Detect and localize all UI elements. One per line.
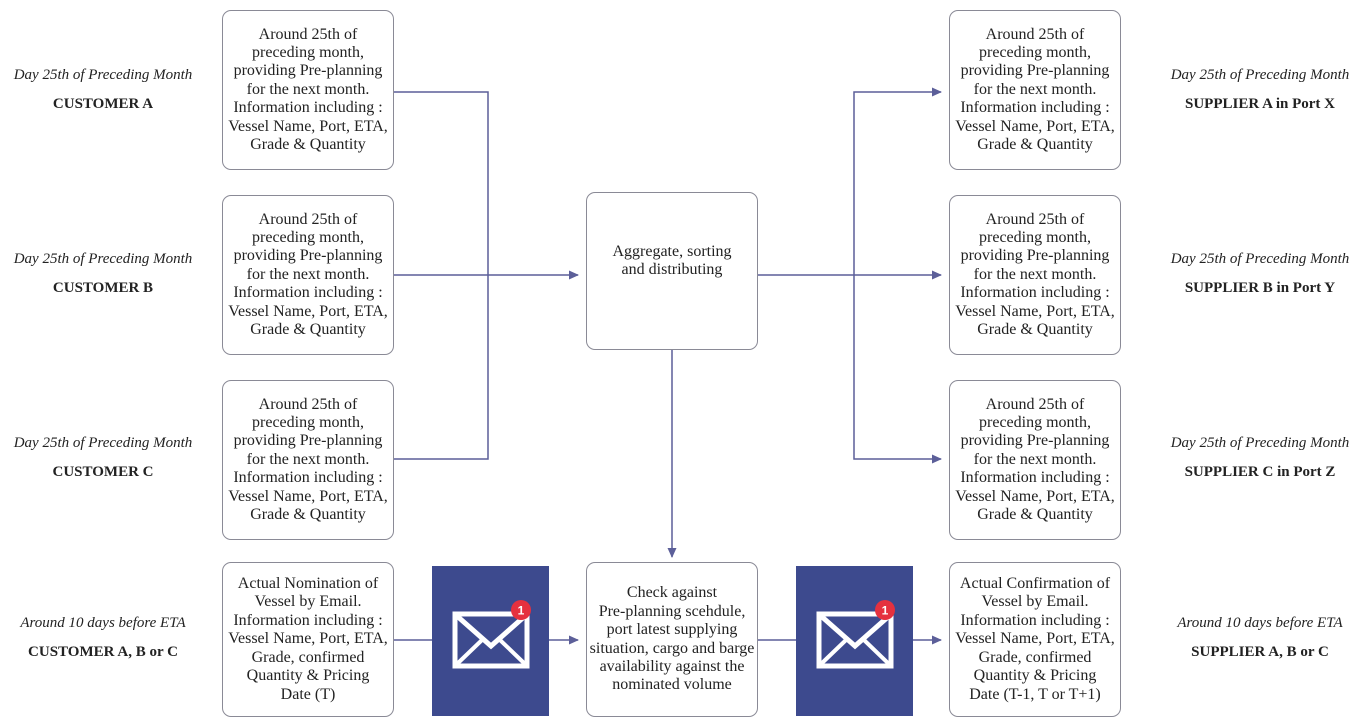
supplier-a-timing: Day 25th of Preceding Month xyxy=(1170,67,1350,83)
nomination-box: Actual Nomination of Vessel by Email. In… xyxy=(222,562,394,717)
customer-a-preplan-box: Around 25th of preceding month, providin… xyxy=(222,10,394,170)
confirmation-text: Actual Confirmation of Vessel by Email. … xyxy=(955,575,1115,703)
customer-b-timing: Day 25th of Preceding Month xyxy=(13,251,193,267)
supplier-any-timing: Around 10 days before ETA xyxy=(1177,615,1343,631)
customer-c-name: CUSTOMER C xyxy=(52,464,154,480)
check-text: Check against Pre-planning scehdule, por… xyxy=(589,584,755,694)
supplier-any-name: SUPPLIER A, B or C xyxy=(1191,644,1329,660)
customer-c-timing: Day 25th of Preceding Month xyxy=(13,435,193,451)
arrow-customer-c xyxy=(394,275,489,460)
notification-badge-count: 1 xyxy=(882,604,889,618)
customer-c-preplan-text: Around 25th of preceding month, providin… xyxy=(228,395,388,524)
customer-a-preplan-text: Around 25th of preceding month, providin… xyxy=(228,25,388,154)
nomination-text: Actual Nomination of Vessel by Email. In… xyxy=(228,575,388,703)
supplier-label-a: Day 25th of Preceding Month SUPPLIER A i… xyxy=(1155,65,1365,114)
supplier-a-preplan-text: Around 25th of preceding month, providin… xyxy=(955,25,1115,154)
customer-a-name: CUSTOMER A xyxy=(52,96,154,112)
arrow-customer-a xyxy=(394,91,489,275)
supplier-label-c: Day 25th of Preceding Month SUPPLIER C i… xyxy=(1155,433,1365,482)
supplier-c-preplan-box: Around 25th of preceding month, providin… xyxy=(949,380,1121,540)
supplier-label-any: Around 10 days before ETA SUPPLIER A, B … xyxy=(1155,613,1365,662)
supplier-b-preplan-box: Around 25th of preceding month, providin… xyxy=(949,195,1121,355)
envelope-icon: 1 xyxy=(452,600,531,669)
aggregate-box: Aggregate, sorting and distributing xyxy=(586,192,758,350)
confirmation-box: Actual Confirmation of Vessel by Email. … xyxy=(949,562,1121,717)
supplier-b-preplan-text: Around 25th of preceding month, providin… xyxy=(955,210,1115,339)
supplier-c-name: SUPPLIER C in Port Z xyxy=(1184,464,1336,480)
supplier-email-tile: 1 xyxy=(796,566,913,716)
customer-label-c: Day 25th of Preceding Month CUSTOMER C xyxy=(0,433,208,482)
notification-badge-count: 1 xyxy=(518,604,525,618)
notification-badge xyxy=(875,600,895,620)
envelope-icon: 1 xyxy=(816,600,895,669)
supplier-b-timing: Day 25th of Preceding Month xyxy=(1170,251,1350,267)
supplier-label-b: Day 25th of Preceding Month SUPPLIER B i… xyxy=(1155,249,1365,298)
supplier-a-name: SUPPLIER A in Port X xyxy=(1184,96,1335,112)
arrow-to-supplier-a xyxy=(853,87,942,275)
customer-b-name: CUSTOMER B xyxy=(52,280,154,296)
arrow-to-supplier-c xyxy=(853,275,942,464)
customer-a-timing: Day 25th of Preceding Month xyxy=(13,67,193,83)
check-box: Check against Pre-planning scehdule, por… xyxy=(586,562,758,717)
customer-label-b: Day 25th of Preceding Month CUSTOMER B xyxy=(0,249,208,298)
customer-b-preplan-box: Around 25th of preceding month, providin… xyxy=(222,195,394,355)
aggregate-text: Aggregate, sorting and distributing xyxy=(612,243,732,279)
customer-email-tile: 1 xyxy=(432,566,549,716)
customer-any-name: CUSTOMER A, B or C xyxy=(28,644,178,660)
supplier-c-timing: Day 25th of Preceding Month xyxy=(1170,435,1350,451)
customer-label-any: Around 10 days before ETA CUSTOMER A, B … xyxy=(0,613,208,662)
supplier-c-preplan-text: Around 25th of preceding month, providin… xyxy=(955,395,1115,524)
notification-badge xyxy=(511,600,531,620)
supplier-b-name: SUPPLIER B in Port Y xyxy=(1184,280,1336,296)
customer-any-timing: Around 10 days before ETA xyxy=(20,615,186,631)
customer-b-preplan-text: Around 25th of preceding month, providin… xyxy=(228,210,388,339)
customer-label-a: Day 25th of Preceding Month CUSTOMER A xyxy=(0,65,208,114)
customer-c-preplan-box: Around 25th of preceding month, providin… xyxy=(222,380,394,540)
supplier-a-preplan-box: Around 25th of preceding month, providin… xyxy=(949,10,1121,170)
